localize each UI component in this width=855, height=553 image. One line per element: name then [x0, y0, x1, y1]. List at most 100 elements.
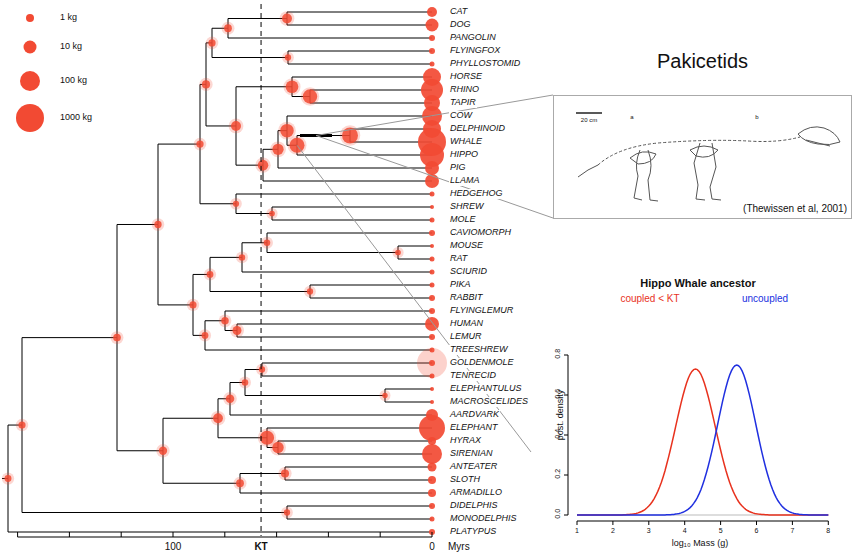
node-circle [113, 334, 121, 342]
uncertainty-halo [270, 141, 286, 157]
branch [22, 337, 117, 338]
node-circle [382, 393, 387, 398]
label: Myrs [448, 541, 470, 552]
label: 3 [647, 527, 651, 535]
uncertainty-halo [229, 119, 244, 134]
taxon-label: CAT [449, 7, 468, 17]
branch [163, 483, 240, 484]
label: log₁₀ Mass (g) [672, 539, 728, 549]
taxon-label: TREESHREW [449, 345, 509, 355]
taxon-label: DELPHINOID [449, 124, 506, 134]
uncertainty-halo [206, 37, 219, 50]
branch [22, 512, 287, 513]
uncertainty-halo [233, 477, 246, 490]
taxon-label: FLYINGLEMUR [449, 306, 514, 316]
node-circles [2, 7, 447, 535]
node-circle [239, 254, 245, 260]
branch [245, 395, 385, 396]
branch [278, 454, 432, 455]
tip-circle [428, 437, 436, 445]
branch [398, 259, 432, 260]
uncertainty-halo [219, 314, 232, 327]
branch [240, 473, 285, 474]
uncertainty-halo [380, 390, 391, 401]
branch [398, 246, 432, 247]
taxon-label: MACROSCELIDES [449, 397, 529, 407]
branch [237, 337, 432, 338]
taxon-label: MONODELPHIS [449, 514, 518, 524]
time-axis [18, 532, 432, 537]
label: 0 [429, 541, 435, 552]
label: Hippo Whale ancestor [640, 277, 756, 289]
tip-circle [430, 270, 435, 275]
branch [287, 519, 432, 520]
y-tick [564, 515, 568, 516]
node-circle [208, 39, 215, 46]
branch [385, 402, 432, 403]
taxon-label: MOLE [449, 215, 477, 225]
label: 6 [755, 527, 759, 535]
axis-tick [276, 532, 277, 537]
tip-circle [426, 19, 439, 32]
label: b [755, 114, 758, 121]
node-circle [196, 140, 203, 147]
node-circle [226, 394, 235, 403]
branch [237, 324, 432, 325]
tip-circle [422, 444, 442, 464]
tip-circle [429, 35, 435, 41]
x-tick [720, 521, 721, 525]
tip-circle [429, 308, 435, 314]
y-tick [564, 475, 568, 476]
branch [288, 64, 432, 65]
node-circle [213, 413, 223, 423]
taxon-label: HORSE [449, 72, 483, 82]
uncertainty-halo [204, 268, 216, 280]
uncertainty-halo [278, 467, 291, 480]
node-circle [231, 121, 241, 131]
taxon-label: RHINO [449, 85, 480, 95]
tip-circle [429, 295, 435, 301]
label: 2 [611, 527, 615, 535]
node-circle [395, 250, 401, 256]
label: 5 [719, 527, 723, 535]
node-circle [303, 89, 317, 103]
branch [285, 467, 432, 468]
legend-label: 100 kg [60, 76, 87, 86]
axis-tick [224, 532, 225, 537]
uncertainty-halo [301, 87, 320, 106]
taxon-label: HIPPO [449, 150, 479, 160]
taxon-label: SCIURID [449, 267, 488, 277]
taxon-label: SIRENIAN [449, 449, 494, 459]
node-circle [202, 80, 210, 88]
label: 0.6 [554, 389, 562, 399]
taxon-label: COW [449, 111, 473, 121]
kt-line [261, 4, 262, 536]
tip-circle [429, 334, 435, 340]
uncertainty-halo [255, 158, 270, 173]
tip-circle [429, 230, 435, 236]
uncertainty-halo [2, 472, 14, 484]
taxon-label: PANGOLIN [449, 33, 497, 43]
uncertainty-halo [194, 138, 207, 151]
uncertainty-halo [281, 507, 293, 519]
inset-caption: (Thewissen et al, 2001) [743, 203, 847, 214]
node-circle [202, 332, 209, 339]
x-tick [828, 521, 829, 525]
node-circle [189, 301, 196, 308]
taxon-label: ANTEATER [449, 462, 498, 472]
tip-circle [430, 205, 434, 209]
tip-circle [430, 244, 434, 248]
branch [8, 532, 432, 533]
y-tick [564, 355, 568, 356]
taxon-label: CAVIOMORPH [449, 228, 512, 238]
taxon-label: DIDELPHIS [449, 501, 499, 511]
tip-circle [427, 7, 437, 17]
x-tick [577, 521, 578, 525]
node-circle [280, 124, 294, 138]
legend-circle [20, 71, 40, 91]
density-curve [577, 365, 828, 515]
node-circle [281, 469, 289, 477]
branch [297, 155, 432, 156]
branch [287, 12, 432, 13]
